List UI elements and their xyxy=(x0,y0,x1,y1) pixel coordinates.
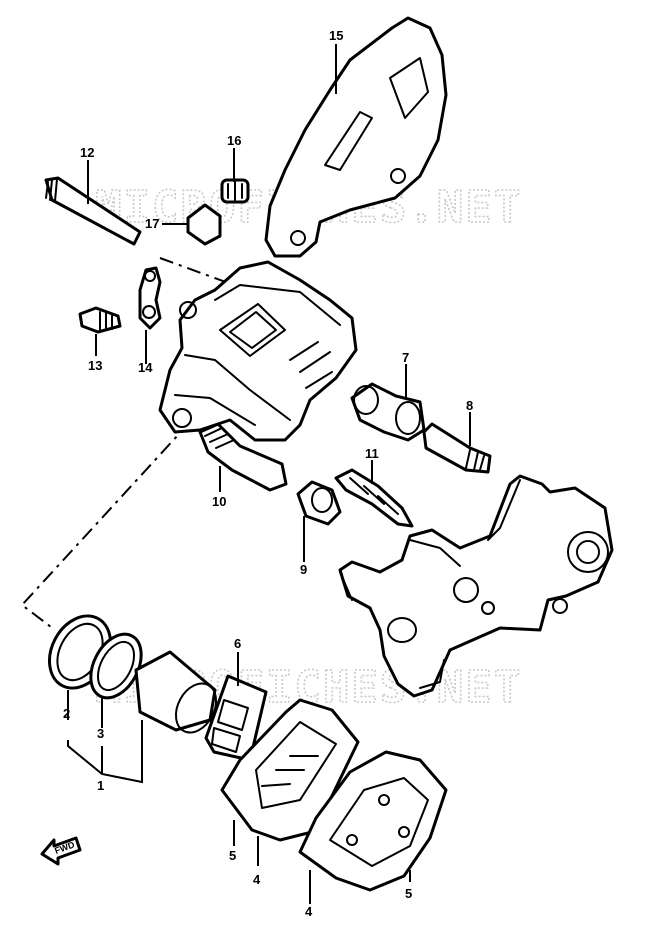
callout-11: 11 xyxy=(365,446,379,461)
pad-spring xyxy=(334,468,414,528)
callout-13: 13 xyxy=(88,358,102,373)
callout-2: 2 xyxy=(63,706,70,721)
callout-5-inner: 5 xyxy=(229,848,236,863)
slide-pin xyxy=(198,422,288,492)
callout-7: 7 xyxy=(402,350,409,365)
assembly-line-caliper-to-seals xyxy=(20,421,191,631)
brake-pad-outer xyxy=(298,750,448,892)
callout-5-outer: 5 xyxy=(405,886,412,901)
caliper-guard-plate xyxy=(264,16,448,258)
callout-4-inner: 4 xyxy=(253,872,261,887)
caliper-mounting-pin xyxy=(44,176,142,246)
forward-direction-arrow: FWD xyxy=(40,836,82,866)
callout-12: 12 xyxy=(80,145,94,160)
union-bolt xyxy=(78,306,122,334)
callout-17: 17 xyxy=(145,216,159,231)
callout-8: 8 xyxy=(466,398,473,413)
caliper-body xyxy=(158,260,358,442)
caliper-piston xyxy=(134,650,218,734)
slide-sleeve xyxy=(350,382,426,442)
callout-labels: 15 16 12 17 13 14 7 8 11 10 9 6 2 3 1 5 … xyxy=(63,28,473,919)
callout-3: 3 xyxy=(97,726,104,741)
callout-9: 9 xyxy=(300,562,307,577)
callout-15: 15 xyxy=(329,28,343,43)
dust-boot xyxy=(296,480,342,526)
callout-4-outer: 4 xyxy=(305,904,313,919)
hose-gasket xyxy=(138,266,162,330)
callout-16: 16 xyxy=(227,133,241,148)
bleeder-screw xyxy=(220,178,250,204)
caliper-bracket xyxy=(338,474,614,698)
pad-shim xyxy=(204,674,268,762)
callout-10: 10 xyxy=(212,494,226,509)
callout-14: 14 xyxy=(138,360,153,375)
leader-lines xyxy=(67,44,471,904)
callout-1: 1 xyxy=(97,778,104,793)
bleeder-cap xyxy=(186,203,222,246)
callout-6: 6 xyxy=(234,636,241,651)
sleeve-bolt xyxy=(422,422,492,474)
